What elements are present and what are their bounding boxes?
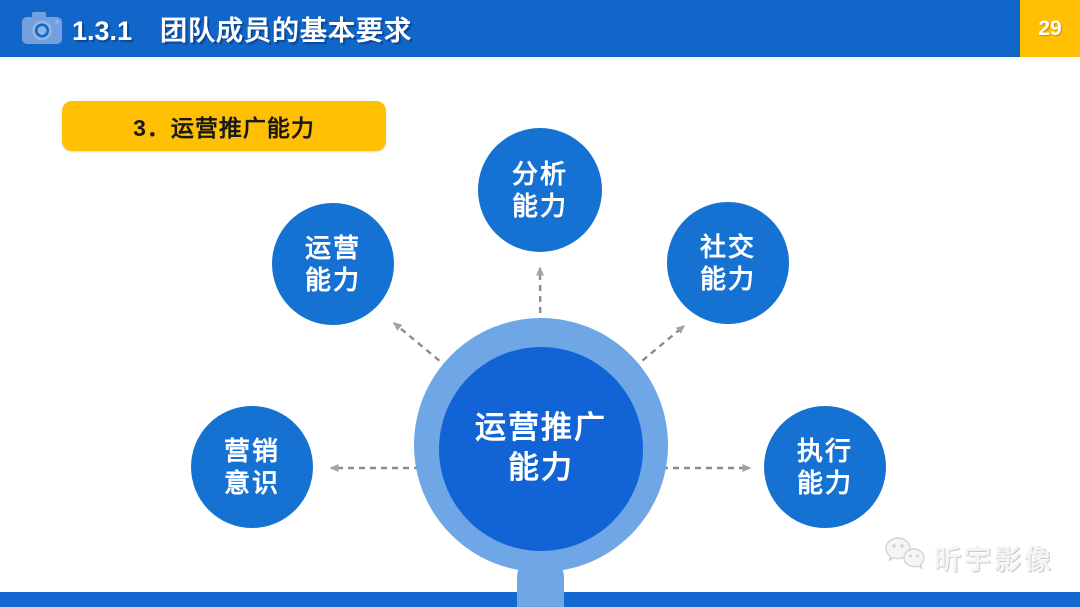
camera-icon xyxy=(22,11,62,44)
section-number: 1.3.1 xyxy=(72,16,133,46)
watermark: 昕宇影像 xyxy=(884,536,1054,578)
page-title: 1.3.1 团队成员的基本要求 xyxy=(64,9,412,48)
circle-operation xyxy=(272,203,394,325)
section-label: 3．运营推广能力 xyxy=(62,101,386,151)
circle-social xyxy=(667,202,789,324)
watermark-text: 昕宇影像 xyxy=(934,544,1054,575)
circle-analysis xyxy=(478,128,602,252)
page-number-badge: 29 xyxy=(1020,0,1080,57)
header-bar: 1.3.1 团队成员的基本要求 xyxy=(0,0,1020,57)
circle-execution xyxy=(764,406,886,528)
center-circle-core xyxy=(439,347,643,551)
arrow-to-operation xyxy=(392,322,542,446)
title-text: 团队成员的基本要求 xyxy=(160,16,413,46)
circle-marketing xyxy=(191,406,313,528)
chat-bubbles-logo-icon xyxy=(885,537,925,570)
center-circle-stem xyxy=(517,561,564,607)
